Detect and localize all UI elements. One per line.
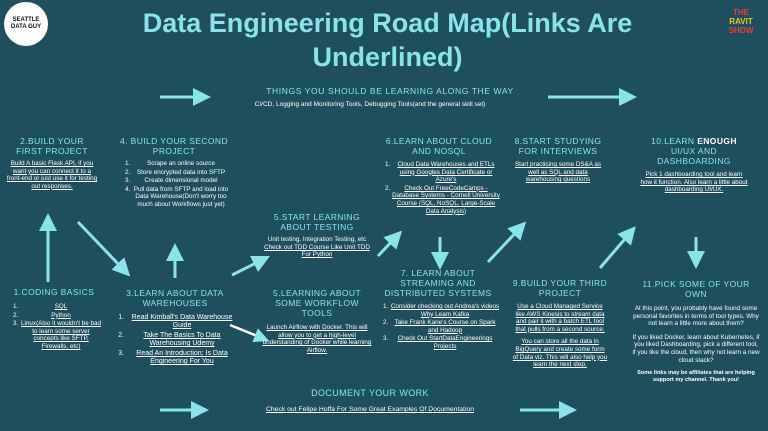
- section-6-list: Cloud Data Warehouses and ETLs using Goo…: [378, 161, 500, 215]
- section-7-item[interactable]: Check Out StartDataEngineerings Projects: [390, 335, 500, 350]
- section-7-title: 7. LEARN ABOUT STREAMING AND DISTRIBUTED…: [384, 268, 492, 298]
- section-5: 5.START LEARNING ABOUT TESTING Unit test…: [262, 212, 372, 259]
- section-3: 3.LEARN ABOUT DATA WAREHOUSES Read Kimba…: [112, 288, 238, 367]
- section-1-title: 1.CODING BASICS: [13, 287, 95, 297]
- logo-right-line3: SHOW: [728, 26, 754, 35]
- section-7: 7. LEARN ABOUT STREAMING AND DISTRIBUTED…: [376, 268, 500, 352]
- arrow-2-to-3: [76, 220, 131, 277]
- section-11-title: 11.PICK SOME OF YOUR OWN: [642, 279, 750, 299]
- section-4-item: Create dimensional model: [132, 177, 230, 185]
- section-5b-title: 5.LEARNING ABOUT SOME WORKFLOW TOOLS: [272, 288, 362, 318]
- section-5-title: 5.START LEARNING ABOUT TESTING: [273, 212, 361, 232]
- section-4: 4. BUILD YOUR SECOND PROJECT Scrape an o…: [118, 136, 230, 210]
- section-10-title-post: UI/UX AND DASHBOARDING: [657, 146, 731, 166]
- section-11-p2: If you liked Docker, learn about Kuberne…: [632, 333, 760, 364]
- ravit-show-logo: THE RAVIT SHOW: [718, 8, 764, 35]
- section-1-item[interactable]: Python: [20, 312, 102, 320]
- along-the-way-heading: THINGS YOU SHOULD BE LEARNING ALONG THE …: [266, 86, 514, 96]
- section-3-item[interactable]: Take The Basics To Data Warehousing Udem…: [126, 332, 238, 349]
- section-10-link[interactable]: Pick 1 dashboarding tool and learn how i…: [640, 171, 748, 194]
- document-link[interactable]: Check out Felipe Hoffa For Some Great Ex…: [265, 406, 475, 413]
- page-title: Data Engineering Road Map(Links Are Unde…: [142, 8, 633, 72]
- section-10-title-pre: 10.LEARN: [651, 136, 695, 146]
- section-5b-link[interactable]: Launch Airflow with Docker. This will al…: [262, 324, 372, 354]
- section-7-item[interactable]: Take Frank Kane's Course on Spark and Ha…: [390, 319, 500, 334]
- section-9: 9.BUILD YOUR THIRD PROJECT Use a Cloud M…: [512, 278, 608, 369]
- logo-left-top: SEATTLE: [12, 17, 40, 23]
- section-10-title: 10.LEARN ENOUGH UI/UX AND DASHBOARDING: [640, 136, 748, 166]
- affiliate-note: Some links may be affiliates that are he…: [637, 370, 755, 383]
- section-1-item[interactable]: SQL: [20, 303, 102, 311]
- section-2-title: 2.BUILD YOUR FIRST PROJECT: [16, 136, 88, 156]
- section-5-link[interactable]: Check out TDD Course Like Unit TDD For P…: [264, 243, 370, 259]
- section-6-title: 6.LEARN ABOUT CLOUD AND NOSQL: [385, 136, 493, 156]
- section-6-item[interactable]: Check Out FreeCodeCamps - Database Syste…: [392, 185, 500, 215]
- section-1-list: SQL Python Linux(Also it wouldn't be bad…: [6, 303, 102, 351]
- logo-left-bottom: DATA GUY: [10, 24, 42, 30]
- section-8-title: 8.START STUDYING FOR INTERVIEWS: [514, 136, 602, 156]
- section-5-text: Unit testing, Integration Testing, etc: [267, 236, 367, 243]
- section-11: 11.PICK SOME OF YOUR OWN At this point, …: [632, 279, 760, 384]
- section-2-link[interactable]: Build A basic Flask API, if you want you…: [6, 160, 98, 190]
- section-10-title-bold: ENOUGH: [697, 136, 737, 146]
- section-5b: 5.LEARNING ABOUT SOME WORKFLOW TOOLS Lau…: [262, 288, 372, 354]
- section-6: 6.LEARN ABOUT CLOUD AND NOSQL Cloud Data…: [378, 136, 500, 216]
- section-2: 2.BUILD YOUR FIRST PROJECT Build A basic…: [6, 136, 98, 190]
- section-7-list: Consider checking out Andrea's videos Wh…: [376, 303, 500, 351]
- section-4-list: Scrape an online source Store encrypted …: [118, 160, 230, 209]
- section-7-item[interactable]: Consider checking out Andrea's videos Wh…: [390, 303, 500, 318]
- section-6-item[interactable]: Cloud Data Warehouses and ETLs using Goo…: [392, 161, 500, 184]
- section-1-item[interactable]: Linux(Also it wouldn't be bad to learn s…: [20, 320, 102, 350]
- section-10: 10.LEARN ENOUGH UI/UX AND DASHBOARDING P…: [640, 136, 748, 194]
- section-11-p1: At this point, you probably have found s…: [633, 305, 759, 328]
- section-4-title: 4. BUILD YOUR SECOND PROJECT: [120, 136, 228, 156]
- section-4-item: Store encrypted data into SFTP: [132, 169, 230, 177]
- section-8: 8.START STUDYING FOR INTERVIEWS Start pr…: [512, 136, 604, 184]
- section-9-link1[interactable]: Use a Cloud Managed Service like AWS Kin…: [515, 303, 605, 333]
- along-the-way-text: CI/CD, Logging and Monitoring Tools, Deb…: [254, 101, 486, 108]
- section-3-title: 3.LEARN ABOUT DATA WAREHOUSES: [126, 288, 224, 308]
- seattle-data-guy-logo: SEATTLE DATA GUY: [4, 2, 48, 46]
- section-1: 1.CODING BASICS SQL Python Linux(Also it…: [6, 287, 102, 352]
- section-8-link[interactable]: Start practicing some DS&A as well as SQ…: [514, 161, 602, 184]
- section-3-item[interactable]: Read Kimball's Data Warehouse Guide: [126, 314, 238, 331]
- arrow-5b-to-6: [376, 230, 403, 258]
- section-9-title: 9.BUILD YOUR THIRD PROJECT: [512, 278, 608, 298]
- section-3-item[interactable]: Read An Introduction: Is Data Engineerin…: [126, 350, 238, 367]
- logo-right-line2: RAVIT: [729, 17, 753, 26]
- section-9-link2[interactable]: You can store all the data in BigQuery a…: [512, 338, 608, 369]
- arrow-9-to-10: [598, 226, 636, 269]
- logo-right-line1: THE: [733, 8, 749, 17]
- arrow-7-to-8: [486, 221, 527, 264]
- section-4-item: Pull data from SFTP and load into Data W…: [132, 186, 230, 209]
- section-4-item: Scrape an online source: [132, 160, 230, 168]
- document-heading: DOCUMENT YOUR WORK: [311, 388, 429, 398]
- arrow-4-to-5: [231, 255, 271, 277]
- section-3-list: Read Kimball's Data Warehouse Guide Take…: [112, 314, 238, 366]
